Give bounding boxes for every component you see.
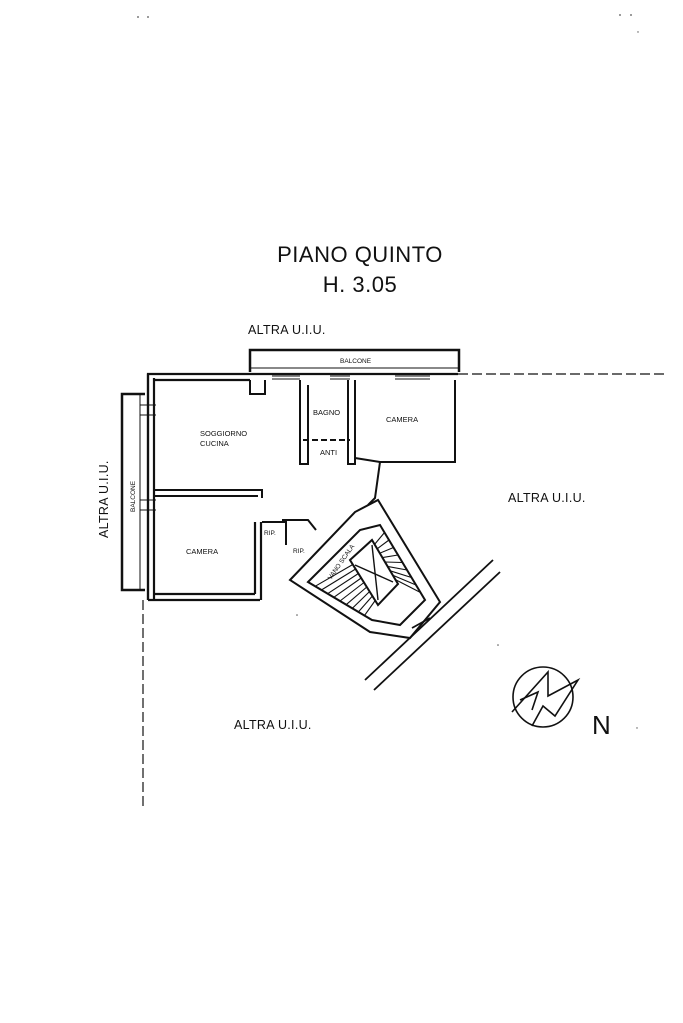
stair-tread — [339, 582, 365, 602]
scan-specks — [137, 14, 639, 729]
label-rip-2: RIP. — [293, 548, 305, 555]
stair-tread — [315, 564, 354, 587]
north-arrow-icon — [511, 666, 581, 728]
balcony-left — [120, 392, 145, 592]
floor-height: H. 3.05 — [322, 272, 398, 297]
boundary-lines — [142, 373, 665, 810]
stair-tread — [345, 586, 368, 606]
label-balcone-top: BALCONE — [340, 358, 372, 365]
stair-tread — [363, 600, 376, 617]
building-edges — [364, 559, 501, 691]
label-altra-left: ALTRA U.I.U. — [97, 460, 111, 538]
stair-tread — [395, 579, 421, 593]
label-bagno: BAGNO — [313, 408, 340, 417]
stair-tread — [382, 554, 399, 559]
floor-title: PIANO QUINTO — [277, 242, 443, 267]
stair-cross — [354, 544, 394, 601]
interior-walls — [155, 380, 456, 545]
label-balcone-left: BALCONE — [130, 480, 137, 512]
window-marks — [140, 375, 430, 511]
stair-tread — [357, 595, 373, 613]
stair-tread — [374, 532, 385, 545]
label-camera-left: CAMERA — [186, 547, 218, 556]
stair-tread — [390, 570, 412, 579]
stair-tread — [327, 573, 359, 594]
stair-tread — [387, 565, 408, 571]
label-altra-bottom: ALTRA U.I.U. — [234, 718, 312, 732]
stair-tread — [321, 568, 356, 591]
stair-tread — [392, 574, 417, 586]
exterior-walls — [146, 372, 458, 602]
plan-title-block: PIANO QUINTO H. 3.05 — [190, 240, 530, 300]
stair-tread — [379, 546, 394, 554]
stair-treads — [315, 532, 421, 617]
stair-core — [288, 498, 442, 640]
label-altra-top: ALTRA U.I.U. — [248, 323, 326, 337]
stair-tread — [351, 591, 370, 609]
stair-tread — [384, 561, 403, 564]
label-camera-top: CAMERA — [386, 415, 418, 424]
label-altra-right: ALTRA U.I.U. — [508, 491, 586, 505]
label-cucina: CUCINA — [200, 439, 229, 448]
label-soggiorno: SOGGIORNO — [200, 429, 247, 438]
stair-tread — [376, 539, 390, 550]
balcony-top — [248, 348, 461, 372]
stair-tread — [333, 577, 362, 598]
label-anti: ANTI — [320, 448, 337, 457]
label-rip-1: RIP. — [264, 530, 276, 537]
north-label: N — [592, 710, 611, 740]
